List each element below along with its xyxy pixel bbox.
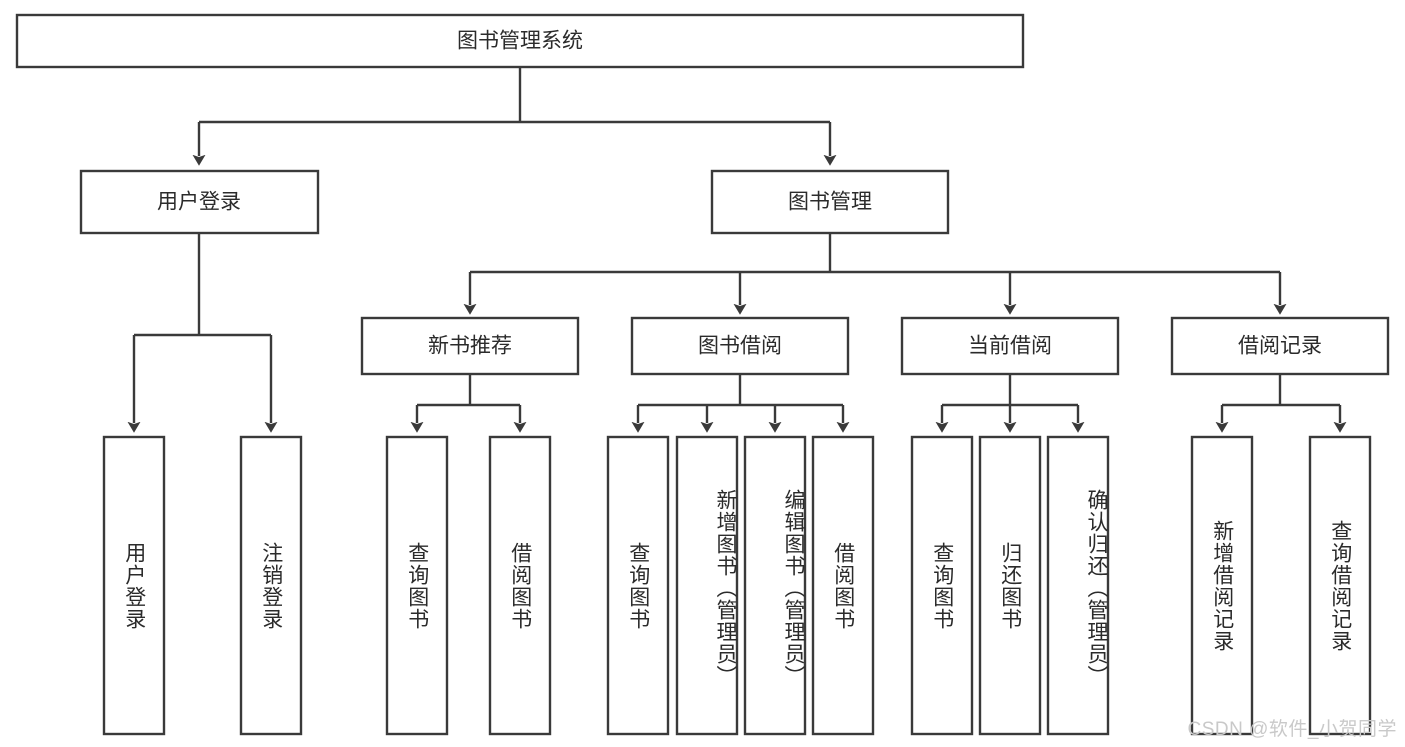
node-book-manage-label: 图书管理 — [788, 191, 872, 214]
node-leaf-logout-box[interactable] — [239, 435, 303, 736]
node-borrow-record-box[interactable] — [1170, 316, 1390, 376]
node-root-label: 图书管理系统 — [457, 30, 583, 53]
node-new-book-rec-label: 新书推荐 — [428, 335, 512, 358]
node-leaf-return-book-box[interactable] — [978, 435, 1042, 736]
node-leaf-add-record-box[interactable] — [1190, 435, 1254, 736]
node-user-login-box[interactable] — [79, 169, 320, 235]
node-leaf-add-book-box[interactable] — [675, 435, 739, 736]
node-leaf-confirm-return-box[interactable] — [1046, 435, 1110, 736]
node-root-box[interactable] — [15, 13, 1025, 69]
node-book-borrow-box[interactable] — [630, 316, 850, 376]
watermark-text: CSDN @软件_小贺同学 — [1187, 719, 1397, 740]
node-leaf-query-record-box[interactable] — [1308, 435, 1372, 736]
node-leaf-query-book-1-box[interactable] — [385, 435, 449, 736]
node-user-login-label: 用户登录 — [157, 191, 241, 214]
node-current-borrow-box[interactable] — [900, 316, 1120, 376]
node-borrow-record-label: 借阅记录 — [1238, 335, 1322, 358]
node-book-borrow-label: 图书借阅 — [698, 335, 782, 358]
nodes-layer: 图书管理系统 用户登录 图书管理 新书推荐 图书借阅 当前借阅 借阅记录 — [15, 13, 1390, 736]
node-leaf-borrow-book-2-box[interactable] — [811, 435, 875, 736]
node-leaf-query-book-2-box[interactable] — [606, 435, 670, 736]
node-leaf-query-book-3-box[interactable] — [910, 435, 974, 736]
edges-layer — [127, 68, 1347, 433]
node-leaf-user-login-box[interactable] — [102, 435, 166, 736]
node-book-manage-box[interactable] — [710, 169, 950, 235]
node-leaf-edit-book-box[interactable] — [743, 435, 807, 736]
node-leaf-borrow-book-1-box[interactable] — [488, 435, 552, 736]
node-new-book-rec-box[interactable] — [360, 316, 580, 376]
node-current-borrow-label: 当前借阅 — [968, 335, 1052, 358]
